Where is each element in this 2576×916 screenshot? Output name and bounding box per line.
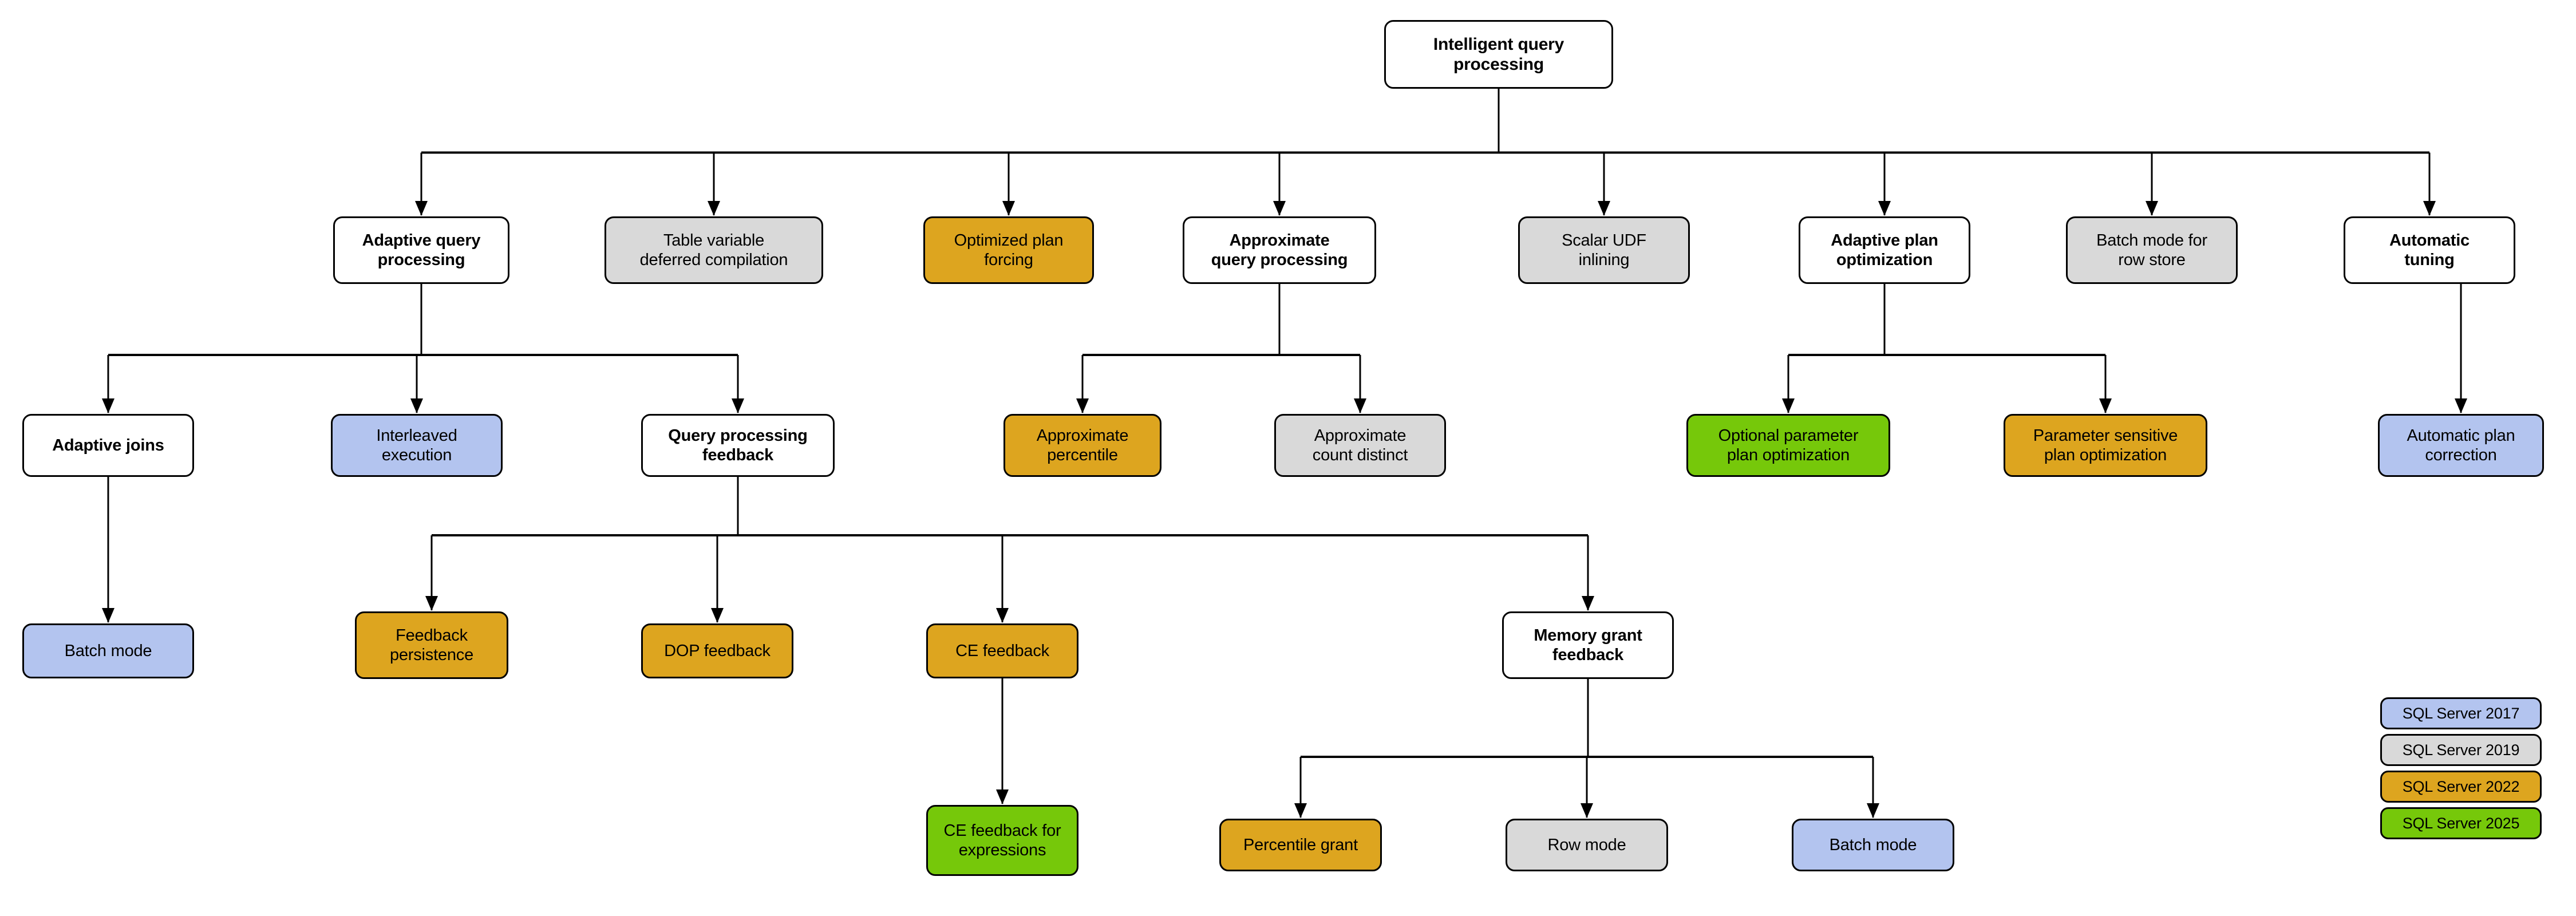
node-cefb[interactable]: CE feedback — [926, 623, 1078, 678]
node-label: Adaptive joins — [52, 436, 164, 455]
node-ajoins[interactable]: Adaptive joins — [22, 414, 194, 477]
legend-item-sql-server-2025: SQL Server 2025 — [2380, 807, 2542, 839]
node-pctgrant[interactable]: Percentile grant — [1219, 819, 1382, 871]
node-dopfb[interactable]: DOP feedback — [641, 623, 793, 678]
node-opf[interactable]: Optimized plan forcing — [923, 216, 1094, 284]
node-acd[interactable]: Approximate count distinct — [1274, 414, 1446, 477]
node-label: Approximate query processing — [1211, 231, 1348, 269]
node-label: Approximate count distinct — [1312, 426, 1408, 464]
node-tvdc[interactable]: Table variable deferred compilation — [605, 216, 823, 284]
node-label: CE feedback — [955, 641, 1049, 660]
node-label: Row mode — [1547, 835, 1626, 854]
node-label: Interleaved execution — [376, 426, 457, 464]
node-label: Automatic tuning — [2389, 231, 2470, 269]
node-label: Automatic plan correction — [2407, 426, 2515, 464]
legend-item-sql-server-2022: SQL Server 2022 — [2380, 771, 2542, 803]
node-fbpers[interactable]: Feedback persistence — [355, 611, 508, 679]
node-label: Parameter sensitive plan optimization — [2033, 426, 2178, 464]
node-ilexec[interactable]: Interleaved execution — [331, 414, 503, 477]
legend-item-label: SQL Server 2025 — [2402, 814, 2520, 832]
node-label: Scalar UDF inlining — [1562, 231, 1646, 269]
node-mgf[interactable]: Memory grant feedback — [1502, 611, 1674, 679]
legend-item-sql-server-2019: SQL Server 2019 — [2380, 734, 2542, 766]
node-label: Batch mode — [64, 641, 152, 660]
node-label: Batch mode for row store — [2096, 231, 2207, 269]
legend-item-label: SQL Server 2022 — [2402, 777, 2520, 795]
node-label: Table variable deferred compilation — [639, 231, 788, 269]
node-label: Optional parameter plan optimization — [1718, 426, 1859, 464]
node-apc[interactable]: Automatic plan correction — [2378, 414, 2544, 477]
node-rowmode[interactable]: Row mode — [1506, 819, 1668, 871]
node-label: Percentile grant — [1243, 835, 1358, 854]
node-qpf[interactable]: Query processing feedback — [641, 414, 835, 477]
node-label: CE feedback for expressions — [943, 821, 1061, 859]
node-label: DOP feedback — [664, 641, 771, 660]
node-pspo[interactable]: Parameter sensitive plan optimization — [2004, 414, 2207, 477]
node-label: Query processing feedback — [668, 426, 808, 464]
node-approxqp[interactable]: Approximate query processing — [1183, 216, 1376, 284]
node-label: Optimized plan forcing — [954, 231, 1064, 269]
node-bmrs[interactable]: Batch mode for row store — [2066, 216, 2238, 284]
node-apo[interactable]: Adaptive plan optimization — [1799, 216, 1970, 284]
legend-item-sql-server-2017: SQL Server 2017 — [2380, 697, 2542, 729]
node-cefbexpr[interactable]: CE feedback for expressions — [926, 805, 1078, 876]
node-oppo[interactable]: Optional parameter plan optimization — [1686, 414, 1890, 477]
node-label: Intelligent query processing — [1433, 34, 1564, 74]
node-label: Feedback persistence — [389, 626, 474, 664]
node-udf[interactable]: Scalar UDF inlining — [1518, 216, 1690, 284]
node-aqp[interactable]: Adaptive query processing — [333, 216, 509, 284]
node-label: Memory grant feedback — [1534, 626, 1642, 664]
legend-item-label: SQL Server 2019 — [2402, 741, 2520, 759]
node-label: Adaptive query processing — [362, 231, 481, 269]
node-autotune[interactable]: Automatic tuning — [2344, 216, 2515, 284]
node-root[interactable]: Intelligent query processing — [1384, 20, 1613, 89]
node-bmode2[interactable]: Batch mode — [1792, 819, 1954, 871]
node-label: Batch mode — [1829, 835, 1917, 854]
legend-item-label: SQL Server 2017 — [2402, 704, 2520, 722]
node-label: Approximate percentile — [1036, 426, 1129, 464]
node-appct[interactable]: Approximate percentile — [1003, 414, 1161, 477]
node-bmode1[interactable]: Batch mode — [22, 623, 194, 678]
node-label: Adaptive plan optimization — [1831, 231, 1938, 269]
